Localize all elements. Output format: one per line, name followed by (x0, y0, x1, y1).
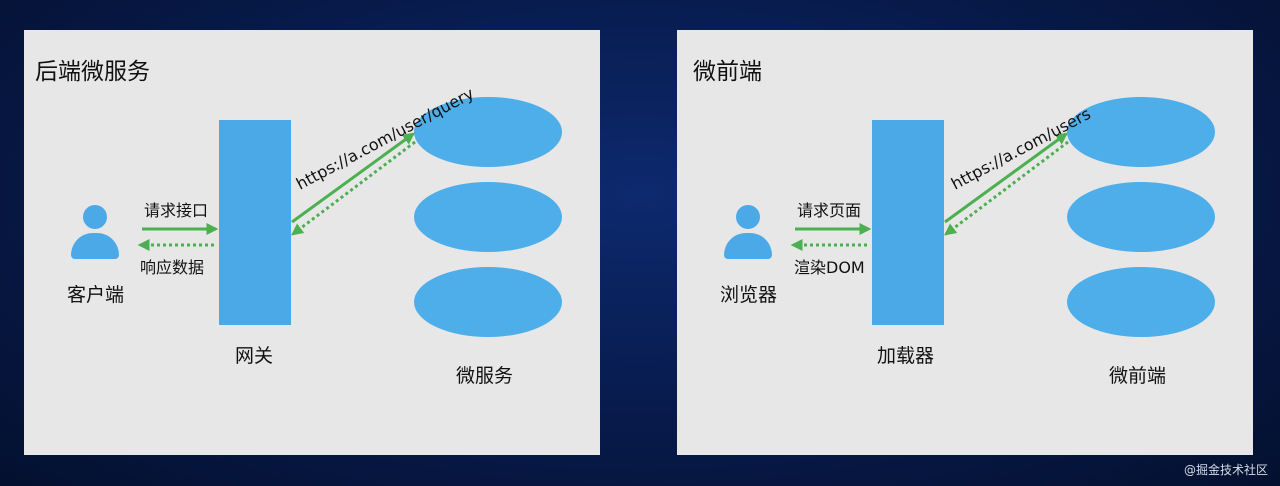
gateway-block (219, 120, 291, 325)
loader-block (872, 120, 944, 325)
gateway-label: 网关 (235, 345, 274, 367)
frontend-panel-title: 微前端 (693, 59, 762, 85)
request-api-label: 请求接口 (144, 201, 209, 220)
micro-frontend-node-2 (1067, 182, 1215, 252)
backend-panel-title: 后端微服务 (35, 59, 150, 85)
request-page-label: 请求页面 (797, 201, 862, 220)
browser-label: 浏览器 (720, 284, 778, 306)
client-label: 客户端 (67, 284, 125, 306)
micro-frontend-node-1 (1067, 97, 1215, 167)
browser-person-icon (724, 205, 772, 259)
loader-label: 加载器 (877, 345, 935, 367)
watermark-text: @掘金技术社区 (1183, 463, 1268, 477)
microservice-node-1 (414, 97, 562, 167)
client-person-icon (71, 205, 119, 259)
render-dom-label: 渲染DOM (794, 258, 865, 277)
microservice-node-3 (414, 267, 562, 337)
micro-frontends-label: 微前端 (1109, 365, 1167, 387)
microservice-node-2 (414, 182, 562, 252)
response-data-label: 响应数据 (140, 258, 205, 277)
microservices-label: 微服务 (456, 365, 514, 387)
micro-frontend-node-3 (1067, 267, 1215, 337)
